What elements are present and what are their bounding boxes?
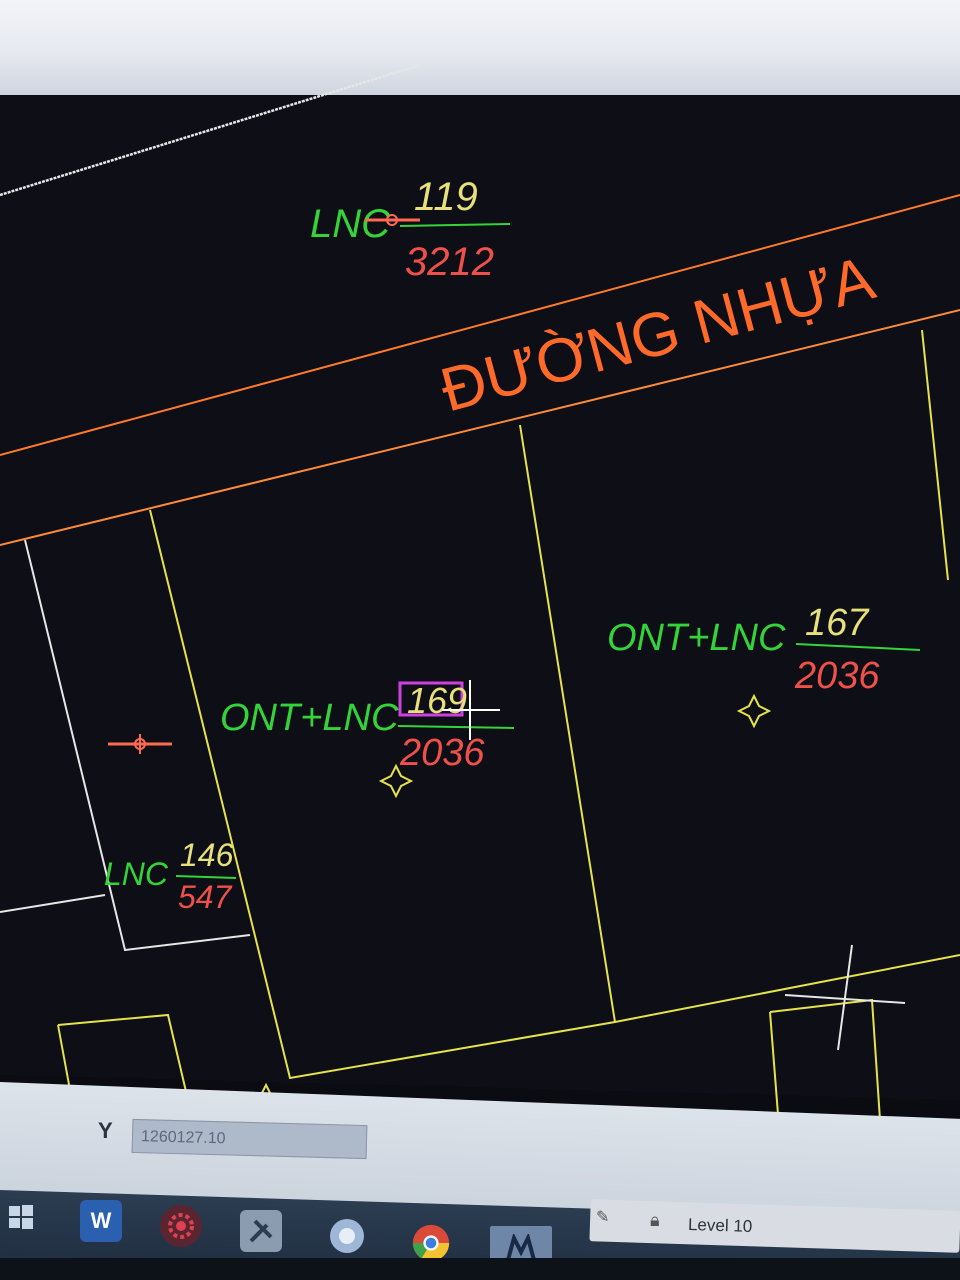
word-icon-letter: W: [90, 1208, 112, 1233]
browser-blue-app-icon[interactable]: [326, 1215, 368, 1257]
chrome-app-icon[interactable]: [410, 1222, 452, 1264]
selection-box: [398, 681, 464, 717]
parcel-label-169[interactable]: ONT+LNC 169 2036: [220, 680, 515, 774]
road-edge-upper[interactable]: [0, 194, 960, 456]
tools-icon: [249, 1219, 273, 1243]
parcel-area-label: 547: [178, 879, 233, 915]
lock-icon[interactable]: 🔒︎: [650, 1210, 660, 1230]
gear-icon: [168, 1213, 194, 1239]
parcel-area-label: 2036: [794, 655, 880, 697]
parcel-number-label: 167: [805, 602, 870, 644]
globe-icon: [330, 1219, 364, 1253]
parcel-label-146[interactable]: LNC 146 547: [104, 837, 237, 915]
road-edge-lower[interactable]: [0, 309, 960, 546]
parcel-number-label: 169: [407, 680, 467, 721]
microstation-icon: [506, 1234, 536, 1261]
chrome-icon: [412, 1224, 450, 1262]
parcel-divider[interactable]: [519, 424, 616, 1023]
red-app-icon[interactable]: [160, 1205, 202, 1247]
explorer-app-icon[interactable]: [240, 1210, 282, 1252]
parcel-boundary-middle[interactable]: [149, 509, 960, 1080]
parcel-use-label: ONT+LNC: [607, 617, 786, 659]
active-level-label[interactable]: Level 10: [687, 1214, 753, 1237]
building-outline-left[interactable]: [57, 1013, 189, 1101]
parcel-boundary-left-lower[interactable]: [0, 894, 106, 913]
parcel-use-label: LNC: [104, 856, 169, 892]
snap-marker-icon: [108, 734, 172, 754]
parcel-area-label: 2036: [399, 732, 485, 774]
parcel-centroid-icon: [736, 693, 772, 729]
parcel-number-label: 146: [180, 837, 234, 873]
pencil-icon[interactable]: ✎: [596, 1209, 610, 1226]
y-coordinate-label: Y: [98, 1118, 113, 1143]
windows-logo-icon: [9, 1205, 33, 1229]
building-outline-left-side[interactable]: [57, 1024, 71, 1091]
parcel-area-label: 3212: [405, 240, 494, 284]
snap-marker-icon: [365, 214, 420, 226]
parcel-label-167[interactable]: ONT+LNC 167 2036: [607, 602, 921, 697]
parcel-boundary-top[interactable]: [0, 63, 421, 197]
crosshair-cursor-icon: [442, 680, 500, 740]
cursor-crosshair-icon: [784, 944, 906, 1051]
screen-glare: [0, 0, 960, 95]
parcel-use-label: LNC: [310, 202, 391, 246]
parcel-number-label: 119: [414, 175, 478, 219]
parcel-boundary-right[interactable]: [921, 329, 949, 581]
model-space[interactable]: [0, 95, 960, 1100]
parcel-label-119[interactable]: LNC 119 3212: [310, 175, 511, 284]
monitor-bezel: [0, 1258, 960, 1280]
y-coordinate-field[interactable]: 1260127.10: [131, 1118, 368, 1160]
parcel-use-label: ONT+LNC: [220, 697, 399, 739]
parcel-boundary-left[interactable]: [24, 539, 251, 952]
word-app-icon[interactable]: W: [80, 1200, 122, 1242]
parcel-centroid-icon: [378, 763, 414, 799]
start-icon[interactable]: [0, 1196, 42, 1238]
